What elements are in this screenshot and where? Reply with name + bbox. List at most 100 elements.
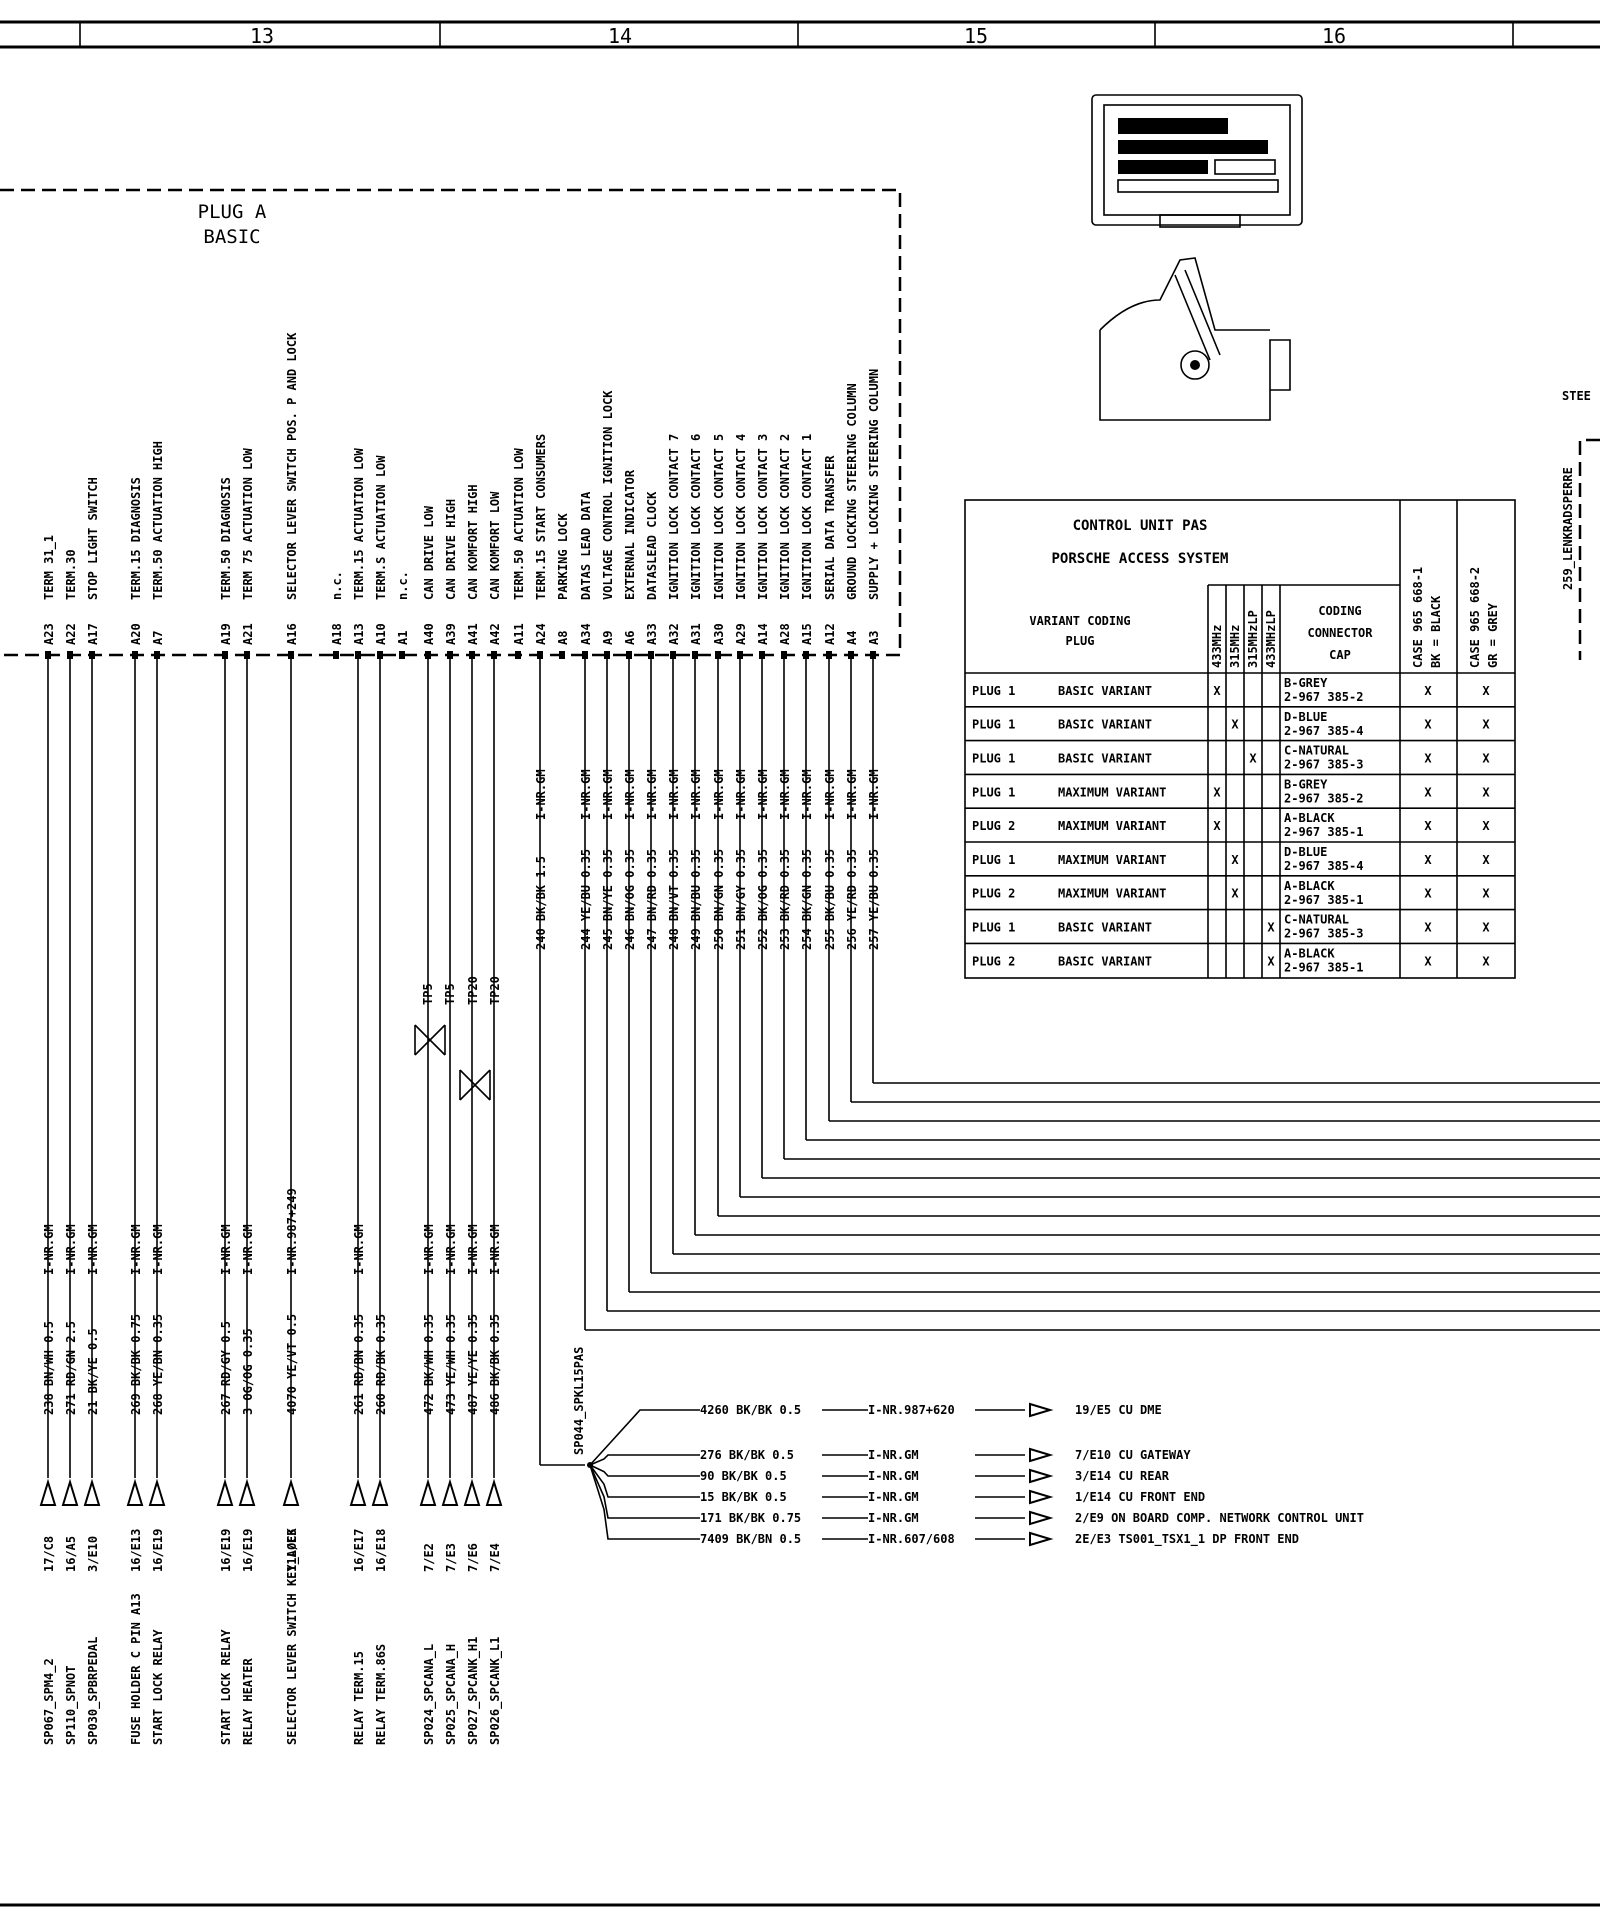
wire-label: 248 BN/VT 0.35 bbox=[667, 849, 681, 950]
wire-inr: I-NR.GM bbox=[534, 769, 548, 820]
table-cell-freq: X bbox=[1249, 752, 1257, 766]
wire-label: 250 BN/GN 0.35 bbox=[712, 849, 726, 950]
connector-arrow-icon bbox=[1029, 1510, 1054, 1526]
table-cell-variant: MAXIMUM VARIANT bbox=[1058, 785, 1166, 799]
table-header-case1-color: BK = BLACK bbox=[1429, 595, 1443, 668]
pin-function: IGNITION LOCK CONTACT 2 bbox=[778, 434, 792, 600]
pin-function: DATAS LEAD DATA bbox=[579, 491, 593, 600]
wire-inr: I-NR.GM bbox=[579, 769, 593, 820]
table-cell-variant: BASIC VARIANT bbox=[1058, 752, 1152, 766]
pin-column-A16: SELECTOR LEVER SWITCH POS. P AND LOCKA16… bbox=[282, 332, 300, 1745]
wire-destination: SELECTOR LEVER SWITCH KEY_LOCK bbox=[285, 1527, 300, 1745]
connector-arrow-icon bbox=[441, 1478, 459, 1506]
wire-label: 246 BN/OG 0.35 bbox=[623, 849, 637, 950]
pin-id: A8 bbox=[556, 631, 570, 645]
wire-destination: RELAY HEATER bbox=[241, 1658, 255, 1745]
pin-id: A40 bbox=[422, 623, 436, 645]
splice-destination: 1/E14 CU FRONT END bbox=[1075, 1490, 1205, 1504]
wire-line bbox=[589, 1464, 700, 1477]
tp-label: TP20 bbox=[488, 976, 502, 1005]
table-header-cap: CAP bbox=[1329, 648, 1351, 662]
table-cell-case1: X bbox=[1424, 853, 1432, 867]
wire-destination: SP026_SPCANK_L1 bbox=[488, 1637, 503, 1745]
wire-inr: I-NR.GM bbox=[219, 1224, 233, 1275]
wire-inr: I-NR.GM bbox=[352, 1224, 366, 1275]
splice-wire: 7409 BK/BN 0.5 bbox=[700, 1532, 801, 1546]
pin-function: CAN DRIVE HIGH bbox=[444, 499, 458, 600]
wire-inr: I-NR.987+249 bbox=[285, 1188, 299, 1275]
table-cell-case2: X bbox=[1482, 954, 1490, 968]
table-cell-cap-color: C-NATURAL bbox=[1284, 744, 1349, 758]
table-cell-variant: MAXIMUM VARIANT bbox=[1058, 819, 1166, 833]
wire-label: 4070 YE/VT 0.5 bbox=[285, 1314, 299, 1415]
connector-arrow-icon bbox=[1029, 1447, 1054, 1463]
pin-function: PARKING LOCK bbox=[556, 513, 570, 600]
wire-label: 253 BK/RD 0.35 bbox=[778, 849, 792, 950]
table-cell-freq: X bbox=[1213, 819, 1221, 833]
wire-inr: I-NR.GM bbox=[645, 769, 659, 820]
connector-arrow-icon bbox=[238, 1478, 256, 1506]
wire-label: 251 BN/GY 0.35 bbox=[734, 849, 748, 950]
zone-header: 13 14 15 16 bbox=[0, 20, 1600, 49]
table-cell-case2: X bbox=[1482, 921, 1490, 935]
pin-function: TERM.50 ACTUATION LOW bbox=[512, 448, 526, 600]
wire-inr: I-NR.GM bbox=[42, 1224, 56, 1275]
table-header-case2-color: GR = GREY bbox=[1486, 602, 1500, 668]
wire-destination: RELAY TERM.86S bbox=[374, 1644, 388, 1745]
wire-label: 486 BK/BK 0.35 bbox=[488, 1314, 502, 1415]
zone-16: 16 bbox=[1322, 24, 1346, 48]
pin-id: A9 bbox=[601, 631, 615, 645]
pin-id: A21 bbox=[241, 623, 255, 645]
zone-13: 13 bbox=[250, 24, 274, 48]
table-cell-plug: PLUG 2 bbox=[972, 887, 1015, 901]
table-cell-plug: PLUG 1 bbox=[972, 718, 1015, 732]
pin-id: A30 bbox=[712, 623, 726, 645]
pin-id: A13 bbox=[352, 623, 366, 645]
splice-destination: 2E/E3 TS001_TSX1_1 DP FRONT END bbox=[1075, 1532, 1299, 1547]
wire-inr: I-NR.GM bbox=[466, 1224, 480, 1275]
pin-id: A22 bbox=[64, 623, 78, 645]
connector-arrow-icon bbox=[83, 1478, 101, 1506]
tp-markers: TP5 TP5 TP20 TP20 bbox=[414, 976, 502, 1101]
table-header-case2: CASE 965 668-2 bbox=[1468, 567, 1482, 668]
wire-line bbox=[589, 1464, 700, 1519]
wire-inr: I-NR.GM bbox=[756, 769, 770, 820]
pin-id: A42 bbox=[488, 623, 502, 645]
connector-arrow-icon bbox=[419, 1478, 437, 1506]
table-cell-cap-number: 2-967 385-1 bbox=[1284, 825, 1363, 839]
connector-arrow-icon bbox=[1029, 1489, 1054, 1505]
wire-label: 254 BK/GN 0.35 bbox=[800, 849, 814, 950]
wire-ref: 7/E3 bbox=[444, 1543, 458, 1572]
pin-function: TERM.S ACTUATION LOW bbox=[374, 455, 388, 600]
pin-function: IGNITION LOCK CONTACT 3 bbox=[756, 434, 770, 600]
wire-destination: SP027_SPCANK_H1 bbox=[466, 1637, 481, 1745]
table-cell-cap-number: 2-967 385-3 bbox=[1284, 758, 1363, 772]
wire-ref: 11A/E3 bbox=[285, 1529, 299, 1572]
wire-line bbox=[589, 1464, 700, 1540]
wire-inr: I-NR.GM bbox=[64, 1224, 78, 1275]
table-cell-cap-color: B-GREY bbox=[1284, 676, 1328, 690]
wire-inr: I-NR.GM bbox=[241, 1224, 255, 1275]
table-cell-cap-number: 2-967 385-1 bbox=[1284, 893, 1363, 907]
table-cell-case1: X bbox=[1424, 684, 1432, 698]
pin-id: A4 bbox=[845, 631, 859, 645]
pin-id: A17 bbox=[86, 623, 100, 645]
table-cell-case2: X bbox=[1482, 718, 1490, 732]
pin-function: IGNITION LOCK CONTACT 4 bbox=[734, 434, 748, 600]
table-cell-case1: X bbox=[1424, 752, 1432, 766]
pin-function: TERM 31_1 bbox=[42, 535, 57, 600]
lenkradsperre-label: 259_LENKRADSPERRE bbox=[1561, 467, 1576, 590]
connector-arrow-icon bbox=[282, 1478, 300, 1506]
table-cell-variant: MAXIMUM VARIANT bbox=[1058, 853, 1166, 867]
